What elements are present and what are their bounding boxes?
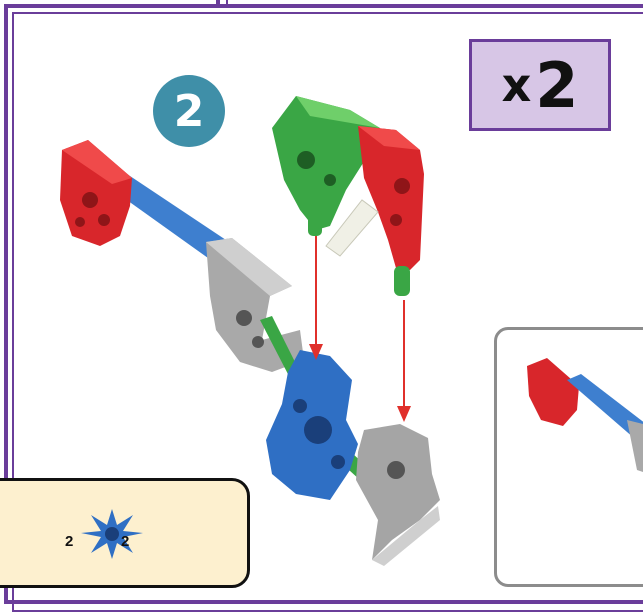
preview-inset xyxy=(494,327,643,587)
parts-needed-box: 2 2 xyxy=(0,478,250,588)
red-connector-left xyxy=(60,140,132,246)
part-count-left: 2 xyxy=(65,533,73,550)
green-red-connector-assembly xyxy=(272,96,424,296)
preview-blue-rod xyxy=(567,374,643,458)
quantity-box: x 2 xyxy=(469,39,611,131)
quantity-count: 2 xyxy=(535,49,578,122)
step-number-badge: 2 xyxy=(153,75,225,147)
grey-connector-bottom xyxy=(356,424,440,566)
blue-connector-icon xyxy=(77,505,147,561)
step-number: 2 xyxy=(174,86,205,137)
blue-connector xyxy=(266,350,358,500)
part-count-right: 2 xyxy=(121,533,129,550)
preview-red-connector xyxy=(527,358,579,426)
quantity-multiplier: x xyxy=(502,58,532,112)
preview-grey-connector xyxy=(627,420,643,480)
preview-illustration xyxy=(497,330,643,590)
